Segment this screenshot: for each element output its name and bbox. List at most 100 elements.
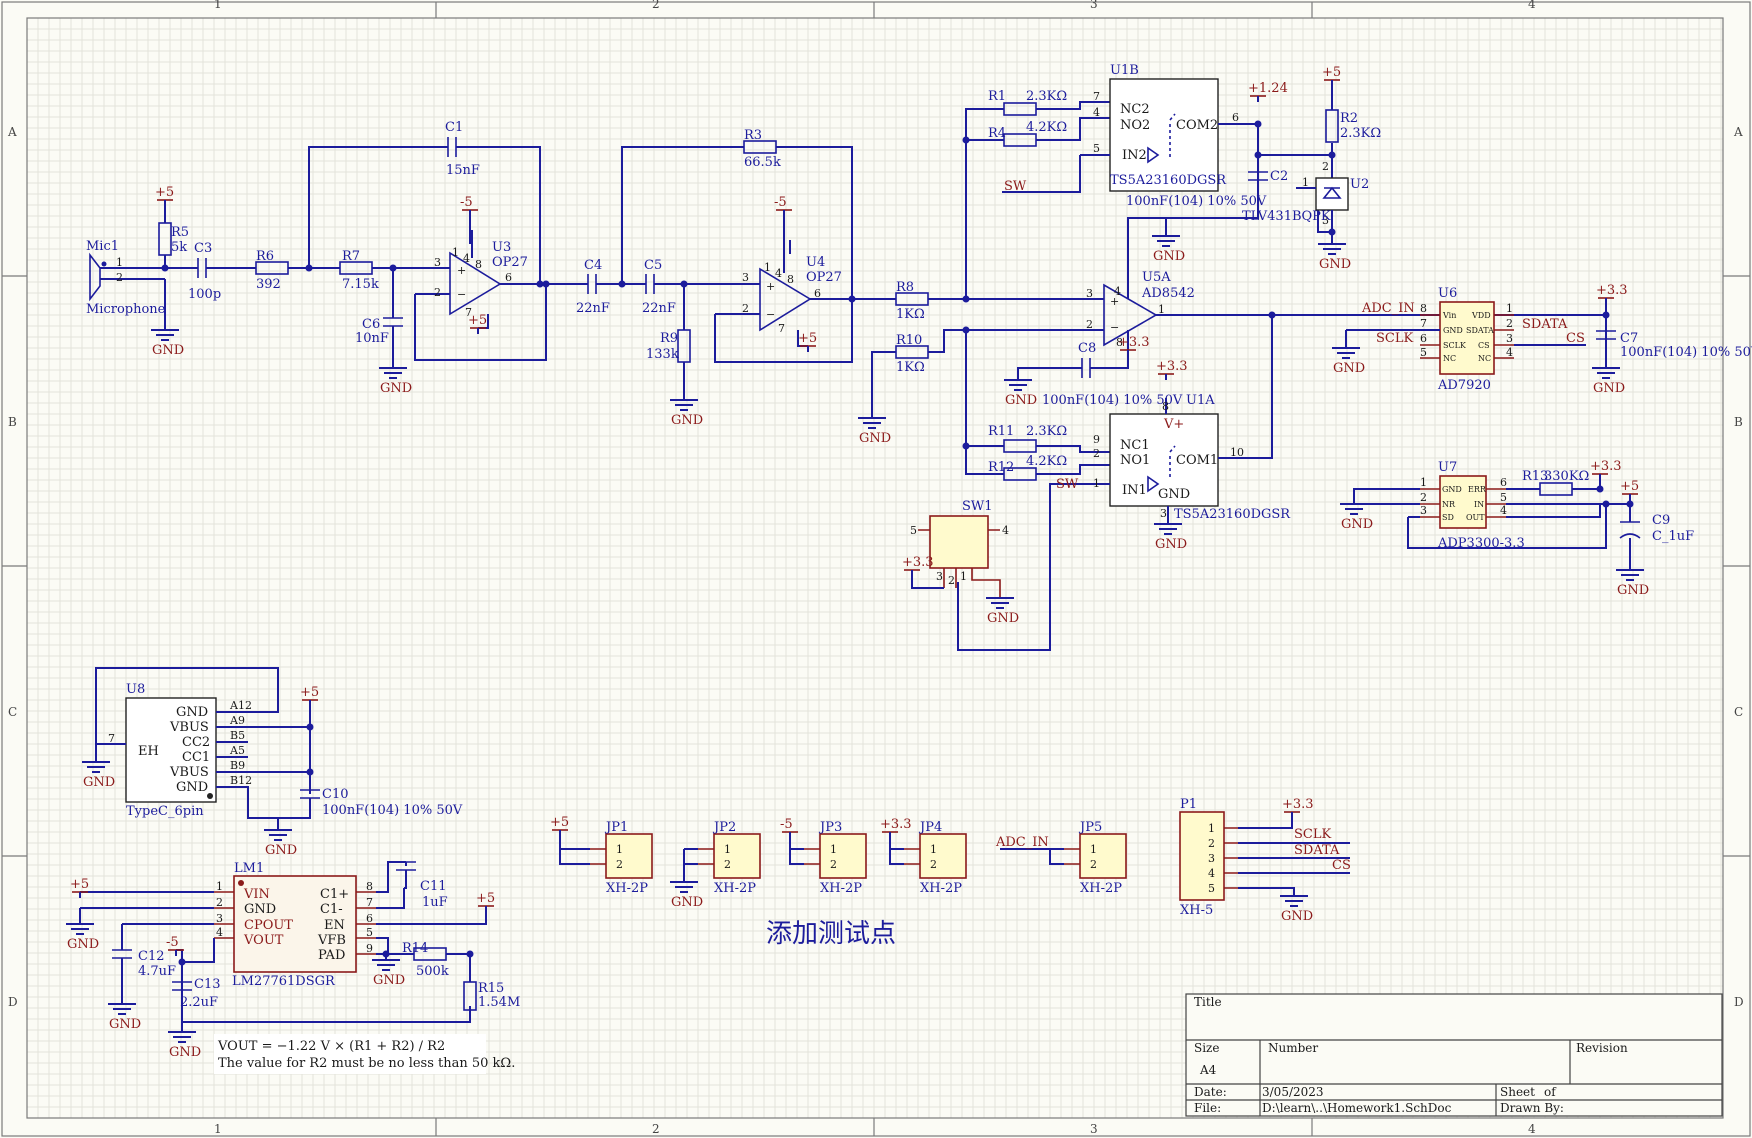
u2-ref: U2	[1350, 177, 1369, 192]
zone-col-2-top: 2	[652, 0, 660, 11]
c10-ref: C10	[322, 787, 349, 802]
zone-col-4-top: 4	[1528, 0, 1536, 11]
u1a-gnd: GND	[1158, 487, 1190, 502]
lm1-pad: PAD	[318, 948, 345, 963]
u8-pin-gnd-2: GND	[176, 780, 208, 795]
lm1-vin: VIN	[243, 887, 270, 902]
u1a-pin-10: 10	[1230, 446, 1244, 459]
gnd-c12: GND	[108, 1003, 141, 1032]
c4-ref: C4	[584, 258, 602, 273]
jp2-pin-1: 1	[724, 843, 731, 856]
gnd-u1a-label: GND	[1155, 537, 1187, 552]
svg-text:+: +	[457, 264, 466, 277]
gnd-c9-label: GND	[1617, 583, 1649, 598]
c12-ref: C12	[138, 949, 165, 964]
u7-pin-out: OUT	[1466, 513, 1485, 522]
u8-pin-vbus-1: VBUS	[169, 720, 209, 735]
c9-ref: C9	[1652, 513, 1670, 528]
net-sclk-p1: SCLK	[1294, 827, 1331, 842]
u6-pin-4: 4	[1506, 346, 1513, 359]
r14: R14 500k	[402, 941, 471, 982]
note-condition: The value for R2 must be no less than 50…	[218, 1056, 515, 1071]
u6-pin-3: 3	[1506, 332, 1513, 345]
usb-typec-u8: 7 EH GND VBUS CC2 CC1 VBUS GND A12 A9 B5…	[95, 667, 311, 830]
zone-row-a-right: A	[1733, 125, 1743, 139]
r7-ref: R7	[342, 249, 360, 264]
u1a-pin-9: 9	[1093, 433, 1100, 446]
u1b-ref: U1B	[1110, 63, 1139, 78]
supply-minus5-u3-label: -5	[460, 195, 473, 210]
supply-plus5-u3: +5	[468, 313, 487, 334]
c7: C7 100nF(104) 10% 50V	[1596, 330, 1752, 360]
u6-pin-6: 6	[1420, 332, 1427, 345]
r6-value: 392	[256, 277, 281, 292]
c5: C5 22nF	[642, 258, 758, 316]
zone-row-d-right: D	[1734, 995, 1744, 1009]
title-label: Title	[1194, 995, 1222, 1009]
lm1-cpout: CPOUT	[244, 918, 293, 933]
supply-minus5-u4: -5	[774, 195, 792, 216]
u1b-value: TS5A23160DGSR	[1110, 173, 1227, 188]
u3-pin-2: 2	[434, 286, 441, 299]
net-cs-u6: CS	[1566, 331, 1585, 346]
gnd-sw1-label: GND	[987, 611, 1019, 626]
gnd-pad: GND	[372, 959, 405, 988]
power-ports: +5-5+5-5+5+1.24+5+3.3+3.3+3.3+3.3+5+3.3+…	[66, 65, 1649, 1060]
p1-value: XH-5	[1180, 903, 1213, 918]
jp1-value: XH-2P	[606, 881, 648, 896]
switch-u1a: 9 2 1 10 3 8 V+ NC1 NO1 IN1 COM1 GND U1A…	[957, 315, 1291, 651]
gnd-c6: GND	[379, 367, 412, 396]
gnd-c13-label: GND	[169, 1045, 201, 1060]
revision-label: Revision	[1576, 1041, 1628, 1055]
gnd-c13: GND	[168, 1031, 201, 1060]
r9-ref: R9	[660, 331, 678, 346]
u3-pin-8: 8	[475, 258, 482, 271]
u1b-pin-7: 7	[1093, 90, 1100, 103]
zone-col-3-bottom: 3	[1090, 1122, 1098, 1136]
supply-plus5-jp1: +5	[550, 815, 569, 836]
u4-value: OP27	[806, 270, 842, 285]
jp3-ref: JP3	[818, 820, 842, 835]
c6-value: 10nF	[355, 331, 389, 346]
r1: R1 2.3KΩ	[988, 89, 1110, 116]
u4-pin-4: 4	[775, 267, 782, 280]
lm1-pin-8: 8	[366, 880, 373, 893]
note-formula: VOUT = −1.22 V × (R1 + R2) / R2	[217, 1039, 445, 1054]
junction	[1602, 311, 1610, 319]
gnd-u6-label: GND	[1333, 361, 1365, 376]
sw1-pin-3: 3	[936, 570, 943, 583]
u8-pin-b5: B5	[230, 729, 245, 742]
sw1-pin-5: 5	[910, 524, 917, 537]
gnd-u8: GND	[82, 761, 115, 790]
r14-ref: R14	[402, 941, 428, 956]
c11-ref: C11	[420, 879, 447, 894]
annotation-add-test-points: 添加测试点	[766, 919, 896, 949]
supply-plus5-u4-label: +5	[798, 331, 817, 346]
net-sdata-p1: SDATA	[1294, 843, 1340, 858]
zone-col-1-bottom: 1	[214, 1122, 222, 1136]
gnd-mic-label: GND	[152, 343, 184, 358]
sheet-label: Sheet	[1500, 1085, 1535, 1099]
c13-ref: C13	[194, 977, 221, 992]
zone-col-3-top: 3	[1090, 0, 1098, 11]
r3-ref: R3	[744, 128, 762, 143]
c3-ref: C3	[194, 241, 212, 256]
u3-pin-1: 1	[452, 246, 459, 259]
u6-pin-7: 7	[1420, 317, 1427, 330]
supply-minus5-u3: -5	[460, 195, 478, 216]
supply-plus5-c9-label: +5	[1620, 479, 1639, 494]
supply-plus3v3-p1: +3.3	[1282, 797, 1314, 818]
mic1-pin-1: 1	[116, 256, 123, 269]
supply-plus5-r2-label: +5	[1322, 65, 1341, 80]
u4-pin-7: 7	[778, 322, 785, 335]
u6-pin-2: 2	[1506, 317, 1513, 330]
r10-ref: R10	[896, 333, 922, 348]
junction	[536, 280, 544, 288]
supply-plus5-en-label: +5	[476, 891, 495, 906]
u7-pin-2: 2	[1420, 491, 1427, 504]
jp3-pin-2: 2	[830, 858, 837, 871]
c2: C2 100nF(104) 10% 50V	[1126, 124, 1288, 210]
c2-ref: C2	[1270, 169, 1288, 184]
sw1-ref: SW1	[962, 499, 993, 514]
supply-plus1v24-label: +1.24	[1248, 81, 1288, 96]
